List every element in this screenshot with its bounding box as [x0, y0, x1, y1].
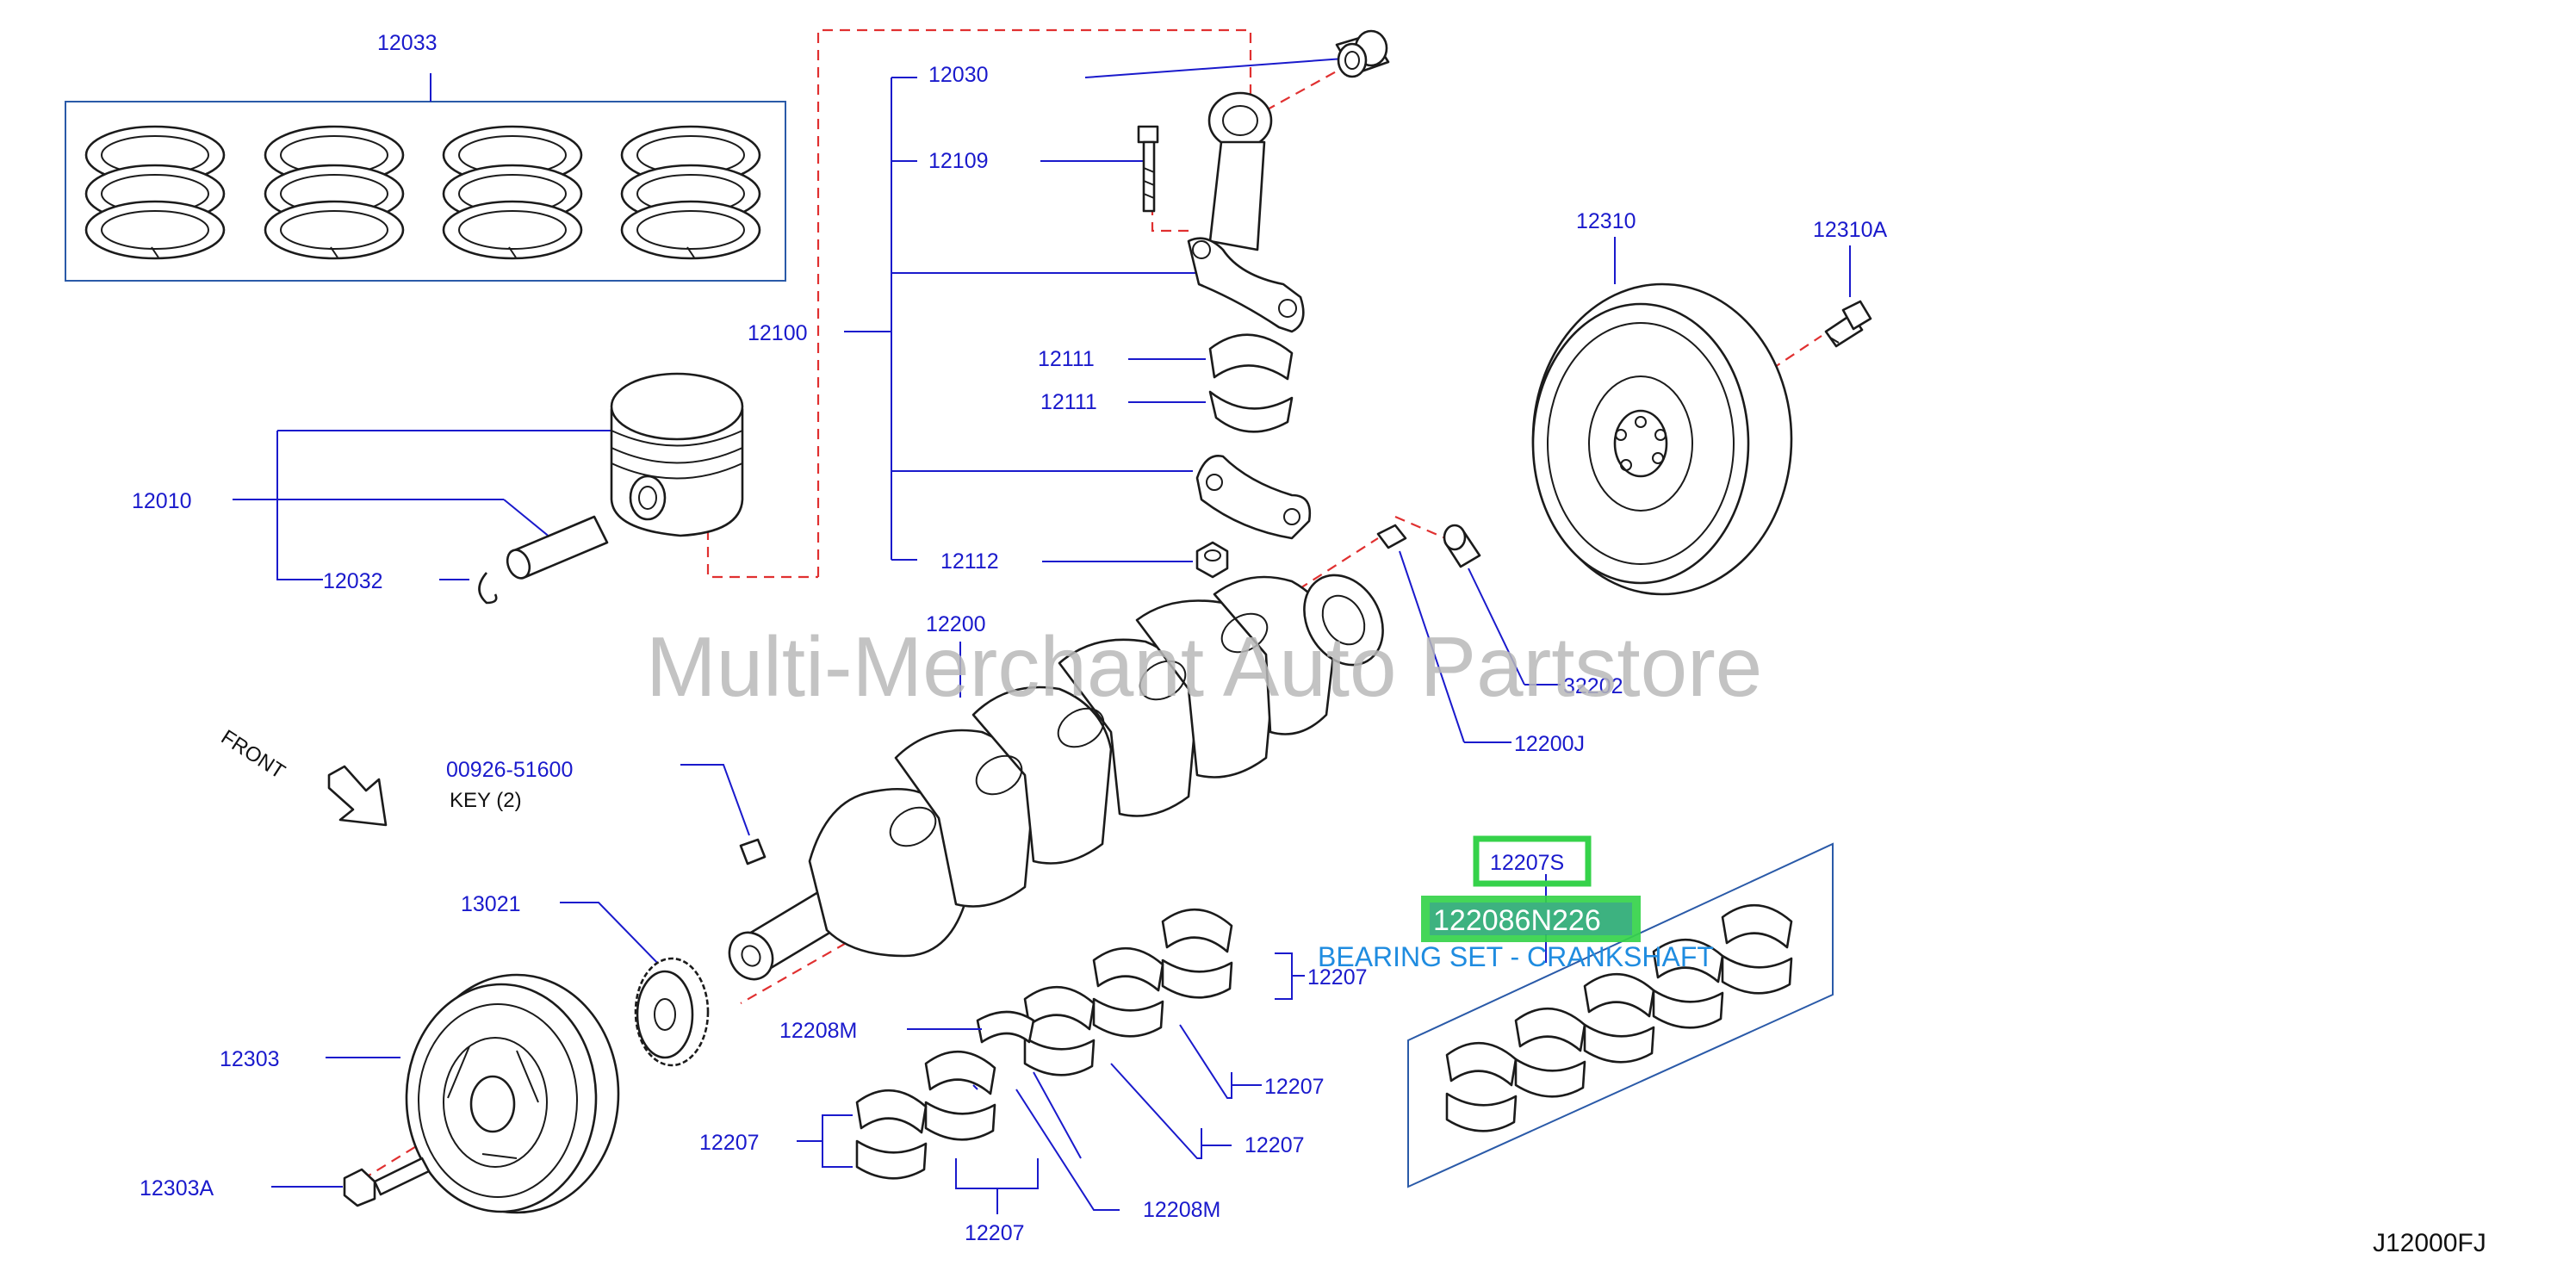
figure-code: J12000FJ [2373, 1229, 2486, 1257]
piston-ring-set-box [65, 101, 786, 282]
highlighted-part-number[interactable]: 122086N226 [1433, 904, 1601, 937]
bearing-set-box [1407, 842, 1834, 1188]
front-label: FRONT [217, 725, 289, 784]
label-12303[interactable]: 12303 [220, 1047, 280, 1071]
piston-clip-part[interactable] [478, 572, 498, 605]
piston-group: 12010 12032 [132, 372, 744, 605]
crank-pulley-part[interactable] [405, 973, 620, 1214]
crank-pulley-group: 12303 12303A [140, 973, 620, 1214]
piston-ring-stacks [84, 125, 761, 260]
bearing-set-group: 12207S 122086N226 BEARING SET - CRANKSHA… [1318, 835, 1834, 1188]
highlight-box-12207S [1473, 835, 1592, 887]
front-direction-group: FRONT [217, 725, 388, 827]
label-12207-left[interactable]: 12207 [699, 1131, 760, 1155]
label-12207-right-3[interactable]: 12207 [1245, 1133, 1305, 1157]
bearing-set-shells[interactable] [1445, 903, 1793, 1132]
connecting-rod-part[interactable] [1187, 91, 1305, 333]
rod-cap-part[interactable] [1195, 455, 1312, 540]
pilot-bushing-part[interactable] [1443, 524, 1481, 568]
flywheel-group: 12310 12310A [1531, 209, 1888, 596]
pulley-bolt-part[interactable] [343, 1157, 431, 1207]
label-00926-51600[interactable]: 00926-51600 [446, 758, 573, 782]
main-bearing-lower-row[interactable] [855, 1050, 996, 1180]
label-12010[interactable]: 12010 [132, 489, 192, 513]
rod-nut-part[interactable] [1195, 541, 1229, 579]
label-12109[interactable]: 12109 [928, 149, 989, 173]
label-12208M-upper[interactable]: 12208M [779, 1019, 857, 1043]
label-12032[interactable]: 12032 [323, 569, 383, 593]
label-12100[interactable]: 12100 [748, 321, 808, 345]
label-12111-upper[interactable]: 12111 [1038, 347, 1095, 371]
piston-part[interactable] [610, 372, 744, 537]
piston-pin-part[interactable] [504, 515, 609, 581]
label-12310A[interactable]: 12310A [1813, 218, 1888, 242]
label-13021[interactable]: 13021 [461, 892, 521, 916]
label-12200[interactable]: 12200 [926, 612, 986, 636]
label-32202[interactable]: 32202 [1563, 674, 1623, 698]
rod-bearing-upper-part[interactable] [1208, 333, 1294, 381]
main-bearings-group: 12207 12208M 12207 12207 12207 12207 122… [699, 908, 1368, 1245]
label-12030[interactable]: 12030 [928, 63, 989, 87]
flywheel-part[interactable] [1531, 282, 1793, 596]
connecting-rod-group: 12100 12030 12109 12111 12111 12112 [748, 29, 1390, 579]
crankshaft-group: 12200 [721, 524, 1623, 987]
label-12200J[interactable]: 12200J [1514, 732, 1585, 756]
crankshaft-pin-part[interactable] [1376, 524, 1407, 549]
crank-sprocket-part[interactable] [634, 957, 710, 1067]
label-12207-right-1[interactable]: 12207 [1307, 965, 1368, 990]
label-12207-right-2[interactable]: 12207 [1264, 1075, 1325, 1099]
piston-ring-set-group: 12033 [65, 31, 786, 282]
front-arrow-icon [327, 765, 388, 827]
flywheel-bolt-part[interactable] [1824, 300, 1872, 348]
label-12207-bottom[interactable]: 12207 [965, 1221, 1025, 1245]
label-12310[interactable]: 12310 [1576, 209, 1636, 233]
sprocket-group: 13021 [461, 892, 710, 1067]
label-12033[interactable]: 12033 [377, 31, 438, 55]
label-12303A[interactable]: 12303A [140, 1176, 214, 1200]
watermark-text: Multi-Merchant Auto Partstore [646, 619, 1762, 714]
label-12208M-lower[interactable]: 12208M [1143, 1198, 1220, 1222]
highlight-part-number-inner [1430, 903, 1632, 935]
woodruff-key-part[interactable] [739, 838, 767, 865]
highlight-part-number-bg [1421, 896, 1641, 942]
pin-bushing-part[interactable] [1335, 29, 1390, 78]
label-key-qty: KEY (2) [450, 789, 522, 812]
highlighted-part-description: BEARING SET - CRANKSHAFT [1318, 941, 1714, 972]
rod-bolt-part[interactable] [1137, 125, 1159, 213]
rod-bearing-lower-part[interactable] [1208, 390, 1294, 433]
label-12207S[interactable]: 12207S [1490, 851, 1564, 875]
key-group: 00926-51600 KEY (2) [446, 758, 767, 865]
crankshaft-part[interactable] [721, 561, 1399, 987]
label-12112[interactable]: 12112 [940, 549, 999, 574]
main-bearing-upper-row[interactable] [976, 908, 1233, 1076]
label-12111-lower[interactable]: 12111 [1040, 390, 1097, 414]
